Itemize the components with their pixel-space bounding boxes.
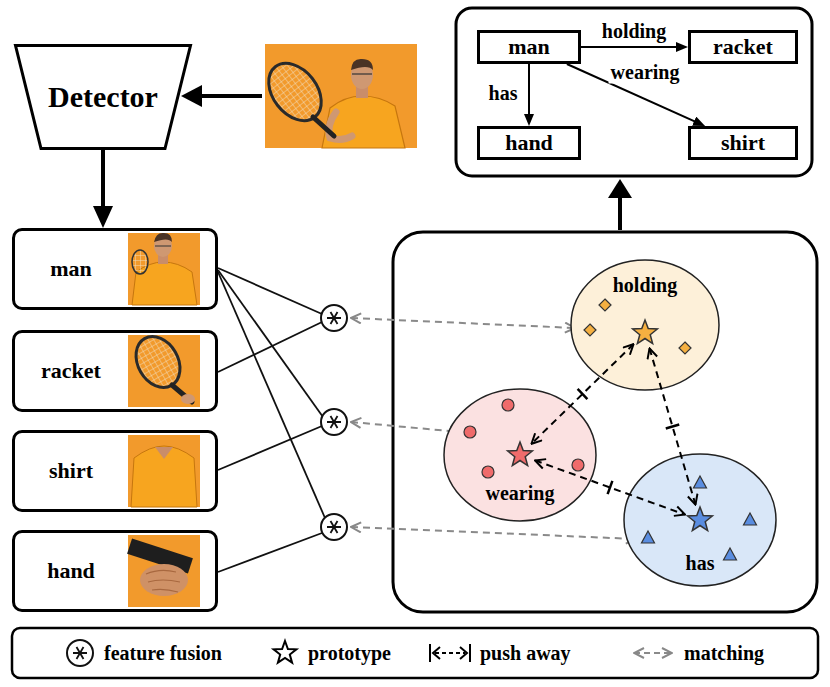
detector-trapezoid: Detector <box>14 44 192 150</box>
relation-cluster: holding <box>570 259 720 391</box>
relation-label: wearing <box>609 61 682 84</box>
matching-symbol <box>634 652 672 654</box>
node-label: hand <box>15 558 127 583</box>
object-box: man <box>12 228 218 310</box>
object-box: racket <box>12 330 218 412</box>
sample-point <box>502 399 514 411</box>
object-thumbnail <box>127 233 200 607</box>
sample-point <box>482 466 494 478</box>
legend-entry: push away <box>480 642 571 665</box>
scene-graph-box: hand <box>477 126 581 160</box>
sample-point <box>744 513 757 525</box>
edge-label-holder: holding <box>600 20 668 43</box>
scene-graph-panel <box>456 8 812 176</box>
flow-arrow <box>103 150 104 218</box>
node-label: shirt <box>15 458 127 483</box>
prototype-symbol <box>274 641 297 663</box>
node-label: wearing <box>486 482 555 505</box>
sample-point <box>724 548 737 560</box>
scene-graph-box: man <box>477 30 581 64</box>
prototype-panel <box>393 232 817 612</box>
fusion-wires <box>218 268 325 572</box>
sample-point <box>642 531 655 543</box>
legend-label: prototype <box>308 642 391 665</box>
sample-point <box>694 476 707 488</box>
push-away-bar <box>578 389 588 399</box>
legend-label: feature fusion <box>104 642 222 665</box>
push-away-symbol <box>430 644 470 662</box>
object-box: hand <box>12 530 218 612</box>
node-label: shirt <box>721 130 765 155</box>
prototype-star <box>508 442 533 466</box>
output-arrow <box>608 179 632 230</box>
relation-arrow <box>581 47 682 48</box>
flow-arrow <box>181 85 262 107</box>
node-label: man <box>508 34 550 59</box>
scene-graph-box: shirt <box>688 126 798 160</box>
push-away-bar <box>666 425 679 429</box>
relation-arrow <box>529 64 530 120</box>
legend-entry: feature fusion <box>104 642 222 665</box>
node-label: hand <box>505 130 553 155</box>
scene-graph-box: racket <box>688 30 798 64</box>
relation-cluster: wearing <box>443 388 597 522</box>
object-box: shirt <box>12 430 218 512</box>
input-photo <box>258 44 417 148</box>
cluster-outline <box>571 260 719 390</box>
prototype-star <box>688 507 713 531</box>
prototype-star <box>633 320 658 344</box>
sample-point <box>572 459 584 471</box>
edge-label-holder: wearing <box>609 61 682 84</box>
node-label: holding <box>613 274 677 297</box>
feature-fusion-symbol <box>67 640 93 666</box>
node-label: Detector <box>48 80 158 115</box>
relation-arrow <box>581 46 682 48</box>
cluster-outline <box>444 389 596 521</box>
legend-entry: prototype <box>308 642 391 665</box>
relation-label: has <box>487 82 520 105</box>
relation-label: holding <box>600 20 668 43</box>
sample-point <box>584 324 596 336</box>
relation-arrow <box>528 64 530 120</box>
node-label: racket <box>713 34 773 59</box>
node-label: racket <box>15 358 127 383</box>
node-label: has <box>686 552 715 575</box>
edge-label-holder: has <box>487 82 520 105</box>
relation-cluster: has <box>623 453 777 587</box>
sample-point <box>464 426 476 438</box>
legend-label: push away <box>480 642 571 665</box>
legend-box <box>12 628 818 678</box>
flow-arrow <box>101 150 105 218</box>
legend-entry: matching <box>684 642 764 665</box>
cluster-outline <box>624 454 776 586</box>
feature-fusion-symbol <box>321 305 347 540</box>
push-away-bar <box>608 481 613 494</box>
detector-shape <box>16 46 191 149</box>
node-label: man <box>15 256 127 281</box>
sample-point <box>679 342 691 354</box>
sample-point <box>599 299 611 311</box>
legend-label: matching <box>684 642 764 665</box>
